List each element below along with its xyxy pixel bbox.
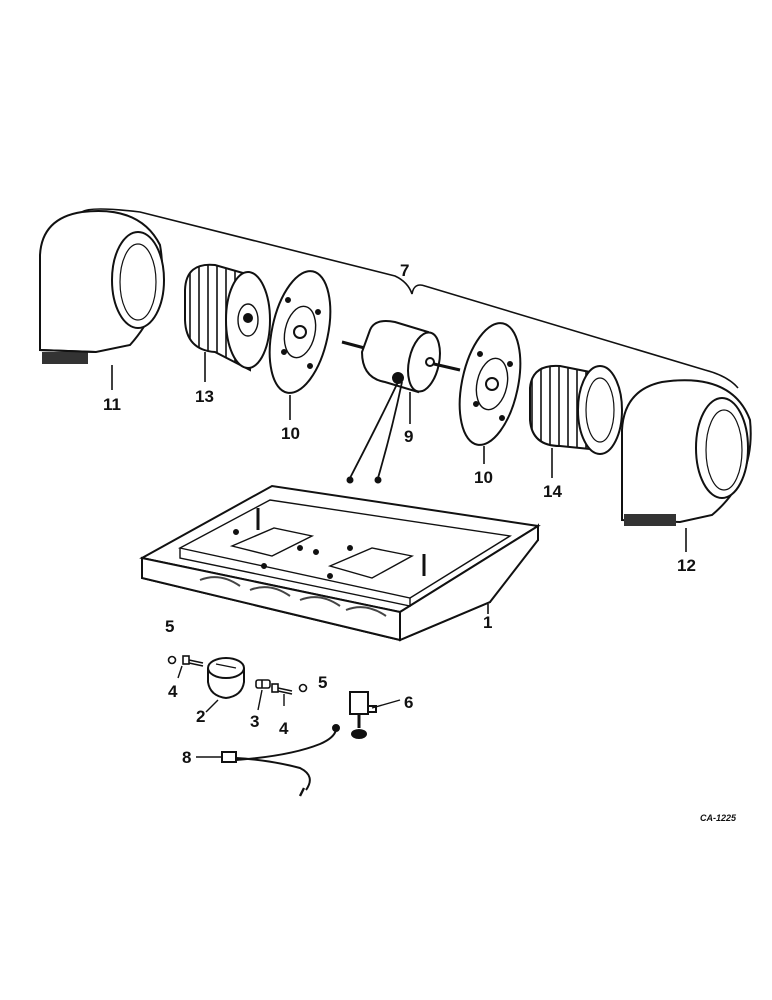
callout-1: 1 [483, 613, 493, 632]
blower-motor [341, 320, 461, 484]
leader-4-left [177, 665, 183, 679]
wiring-harness [221, 724, 340, 797]
callout-3: 3 [250, 712, 260, 731]
callout-11: 11 [103, 395, 121, 414]
blower-wheel-right [529, 364, 623, 455]
screw-right [271, 683, 293, 695]
callout-13: 13 [195, 387, 214, 406]
leader-3 [257, 689, 263, 711]
callout-10-left: 10 [281, 424, 300, 443]
drawing-code: CA-1225 [700, 813, 737, 823]
assembly-bracket-line [81, 208, 739, 389]
switch [349, 691, 377, 739]
base-pan [139, 484, 541, 642]
callout-12: 12 [677, 556, 696, 575]
washer-right [298, 683, 308, 693]
callout-4-left: 4 [168, 682, 178, 701]
callout-9: 9 [404, 427, 414, 446]
callout-4-right: 4 [279, 719, 289, 738]
mounting-plate-right [458, 322, 522, 446]
screw-left [182, 655, 204, 667]
callout-5-right: 5 [318, 673, 328, 692]
spacer [255, 679, 271, 689]
mounting-plate-left [268, 270, 332, 394]
callout-6: 6 [404, 693, 414, 712]
leader-2 [205, 699, 219, 713]
callout-10-right: 10 [474, 468, 493, 487]
callout-8: 8 [182, 748, 192, 767]
switch-knob [207, 657, 245, 700]
callout-2: 2 [196, 707, 206, 726]
blower-wheel-left [184, 263, 271, 372]
callout-7: 7 [400, 261, 410, 280]
callout-5-left: 5 [165, 617, 175, 636]
blower-housing-left [39, 210, 165, 364]
washer-left [167, 655, 177, 665]
callout-14: 14 [543, 482, 562, 501]
blower-housing-right [621, 379, 752, 526]
leader-6 [371, 699, 401, 709]
